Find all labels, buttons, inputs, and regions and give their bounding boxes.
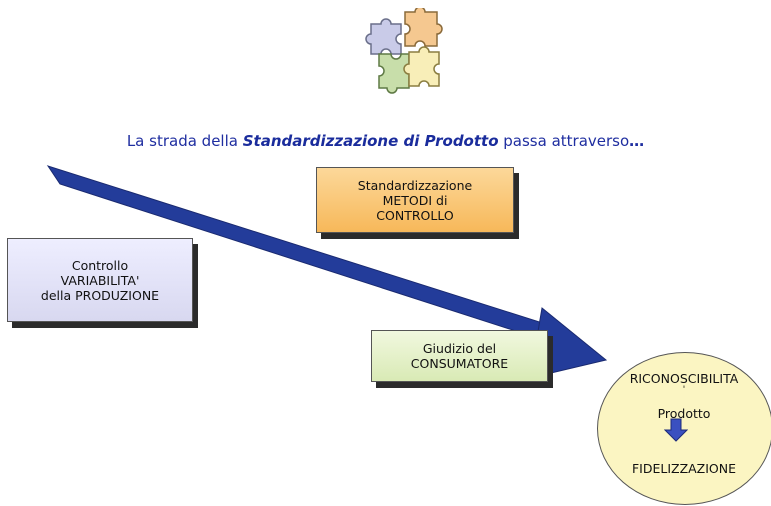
box-metodi-controllo: Standardizzazione METODI di CONTROLLO — [316, 167, 514, 233]
subtitle-ellipsis: … — [629, 132, 645, 150]
box-giudizio-consumatore: Giudizio del CONSUMATORE — [371, 330, 548, 382]
subtitle-prefix: La strada della — [126, 132, 243, 150]
box-consumatore-line2: CONSUMATORE — [410, 356, 509, 371]
down-arrow-icon — [664, 418, 688, 442]
outcome-apostrophe: ' — [682, 385, 686, 395]
box-metodi-line2: METODI di — [382, 192, 448, 208]
subtitle-suffix: passa attraverso — [498, 132, 630, 150]
box-metodi-line1: Standardizzazione — [357, 177, 473, 193]
box-consumatore-line1: Giudizio del — [422, 341, 497, 356]
subtitle: La strada della Standardizzazione di Pro… — [0, 132, 771, 150]
box-variabilita-line1: Controllo — [71, 257, 129, 273]
outcome-prodotto: Prodotto — [657, 406, 711, 421]
outcome-riconoscibilita: RICONOSCIBILITA — [629, 371, 739, 386]
subtitle-emphasis: Standardizzazione di Prodotto — [242, 132, 499, 150]
outcome-fidelizzazione: FIDELIZZAZIONE — [631, 461, 737, 476]
box-metodi-line3: CONTROLLO — [376, 207, 454, 223]
box-variabilita-line3: della PRODUZIONE — [40, 287, 160, 303]
box-variabilita-line2: VARIABILITA' — [60, 272, 140, 288]
puzzle-pieces-icon — [365, 8, 443, 94]
box-variabilita-produzione: Controllo VARIABILITA' della PRODUZIONE — [7, 238, 193, 322]
outcome-ellipse — [597, 352, 771, 505]
